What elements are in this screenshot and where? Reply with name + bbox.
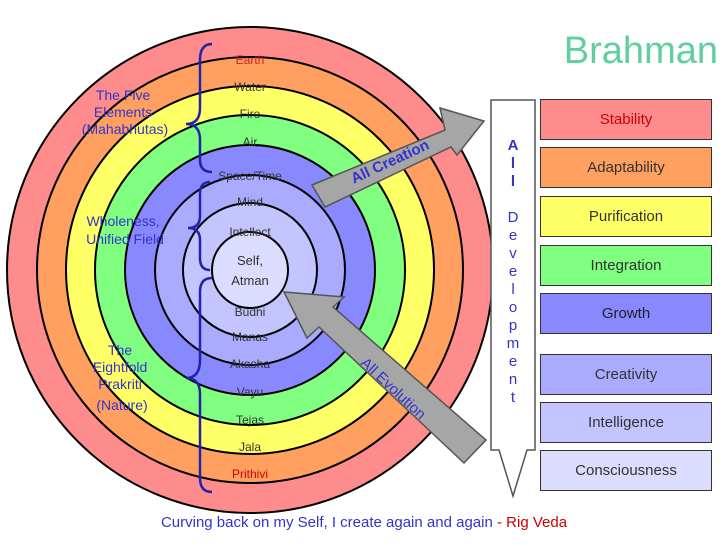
quality-intelligence: Intelligence — [540, 402, 712, 443]
ring-label-water: Water — [234, 80, 266, 94]
development-letter: t — [511, 389, 516, 406]
ring-label-earth: Earth — [236, 53, 265, 67]
development-letter: o — [509, 299, 517, 316]
quality-integration: Integration — [540, 245, 712, 286]
caption-quote: Curving back on my Self, I create again … — [160, 514, 493, 531]
bracket-five-elements — [185, 42, 213, 174]
ring-label-self: Self, — [237, 253, 263, 268]
label-five-elements: The Five Elements (Mahabhutas) — [82, 87, 168, 137]
bracket-eightfold — [185, 276, 213, 494]
development-letter: D — [508, 209, 519, 226]
development-letter: e — [509, 263, 517, 280]
label-wholeness: Wholeness, Unified Field — [86, 213, 164, 247]
ring-label-tejas: Tejas — [236, 413, 264, 427]
ring-label-space-time: Space/Time — [218, 169, 282, 183]
quality-consciousness: Consciousness — [540, 450, 712, 491]
ring-label-atman: Atman — [231, 273, 269, 288]
development-letter: v — [509, 245, 517, 262]
quality-stability: Stability — [540, 99, 712, 140]
development-letter: e — [509, 353, 517, 370]
ring-label-budhi: Budhi — [235, 305, 266, 319]
development-letter: l — [511, 281, 514, 298]
ring-label-mind: Mind — [237, 195, 263, 209]
caption-source: Rig Veda — [506, 514, 568, 531]
quality-growth: Growth — [540, 293, 712, 334]
caption: Curving back on my Self, I create again … — [0, 514, 728, 531]
ring-label-jala: Jala — [239, 440, 261, 454]
development-letter: e — [509, 227, 517, 244]
ring-label-prithivi: Prithivi — [232, 467, 268, 481]
development-letter: A — [508, 137, 519, 154]
ring-label-air: Air — [243, 135, 258, 149]
quality-adaptability: Adaptability — [540, 147, 712, 188]
development-letter: n — [509, 371, 517, 388]
quality-creativity: Creativity — [540, 354, 712, 395]
ring-label-vayu: Vayu — [237, 385, 263, 399]
title-brahman: Brahman — [563, 30, 718, 72]
ring-label-akasha: Akasha — [230, 357, 270, 371]
caption-separator: - — [492, 514, 507, 531]
development-letter: l — [511, 155, 515, 172]
quality-purification: Purification — [540, 196, 712, 237]
ring-label-intellect: Intellect — [229, 225, 271, 239]
ring-label-fire: Fire — [240, 107, 261, 121]
development-letter: m — [507, 335, 520, 352]
label-eightfold: The Eightfold Prakriti (Nature) — [93, 342, 151, 413]
development-letter: l — [511, 173, 515, 190]
development-letter: p — [509, 317, 517, 334]
bracket-wholeness — [187, 180, 211, 272]
ring-8 — [211, 231, 289, 309]
ring-label-manas: Manas — [232, 330, 268, 344]
